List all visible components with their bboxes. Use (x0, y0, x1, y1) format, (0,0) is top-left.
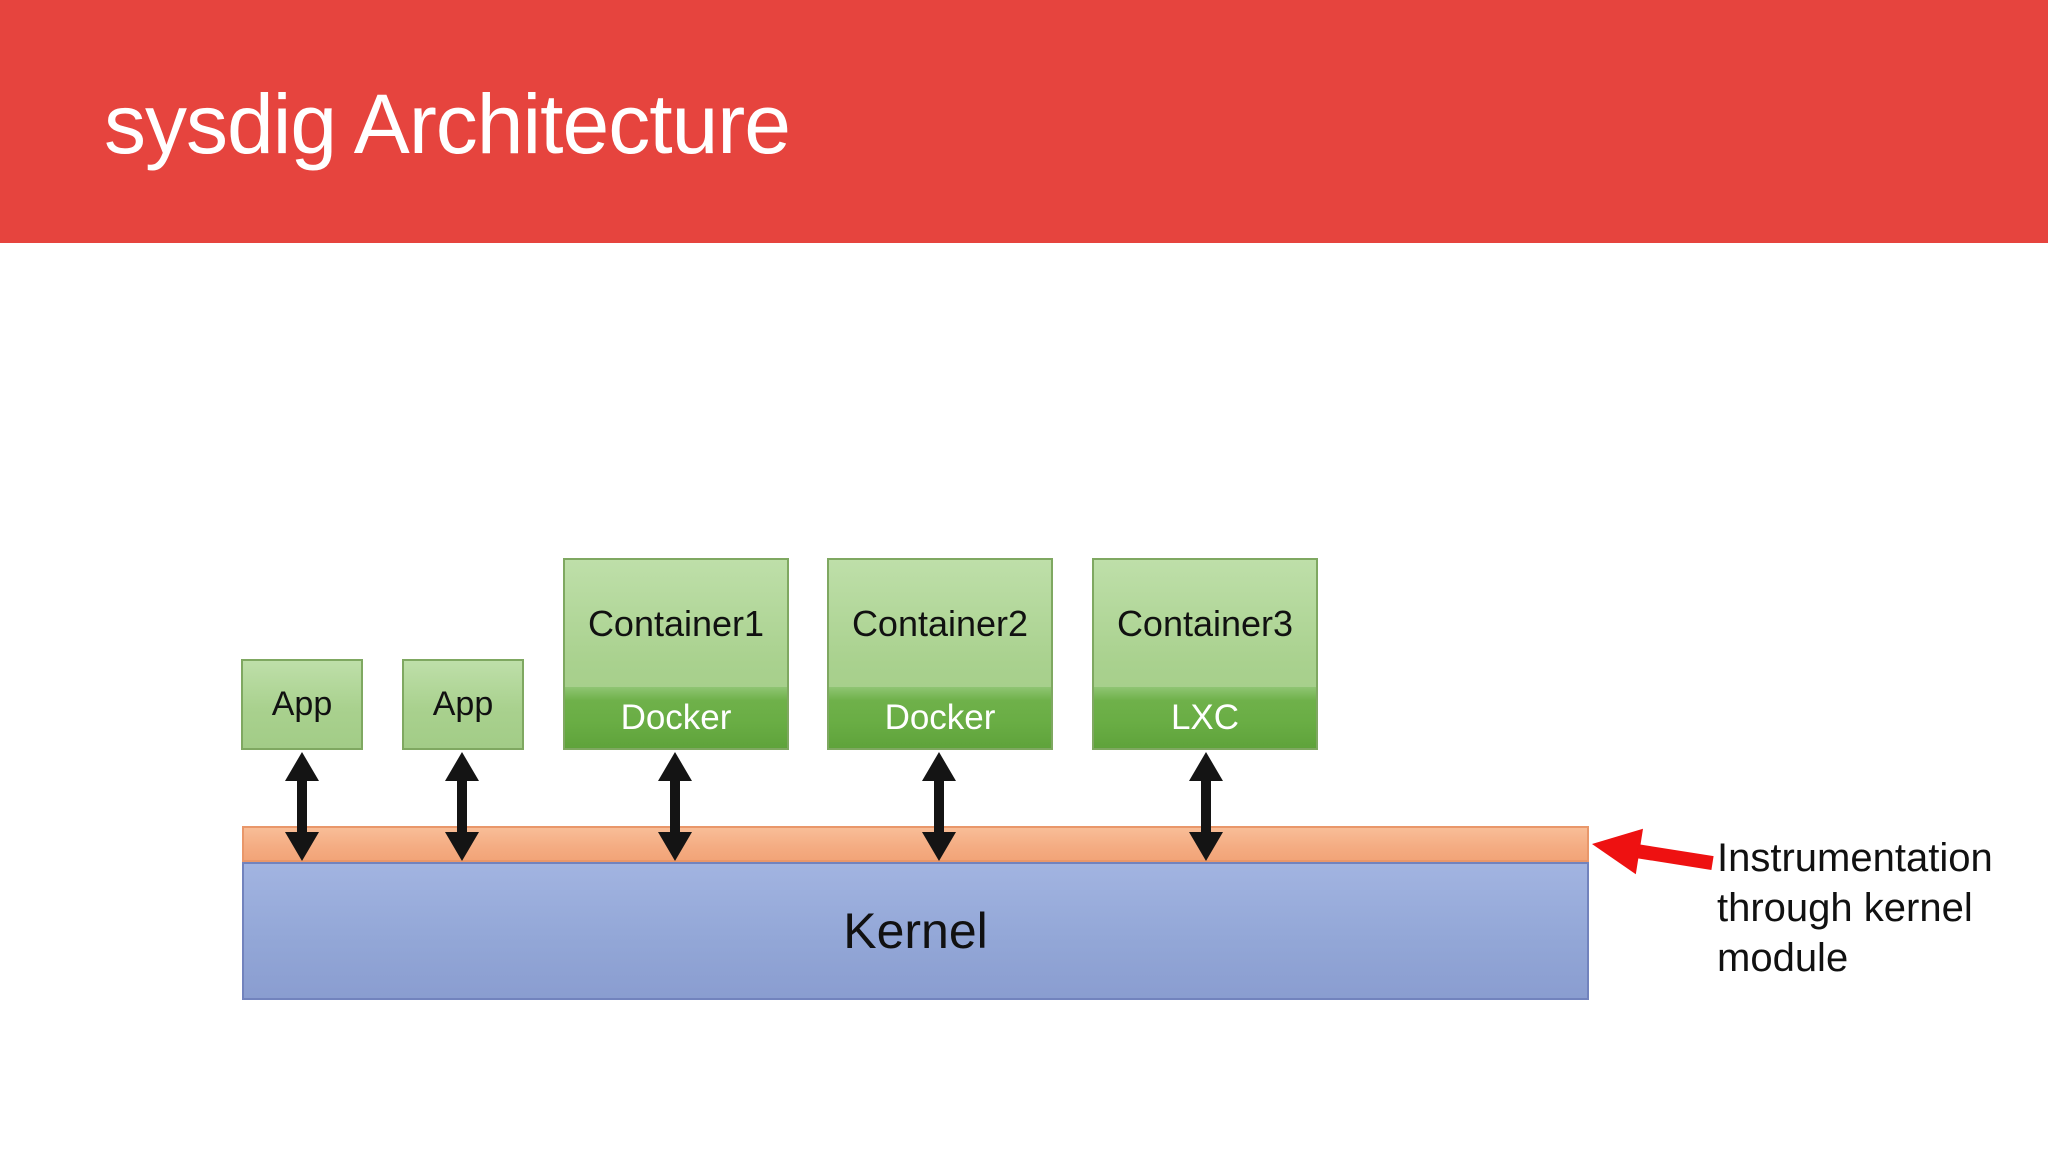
app-box-1: App (241, 659, 363, 750)
container-label: Container3 (1116, 602, 1294, 644)
runtime-label: Docker (884, 697, 996, 737)
callout-arrow-icon (1592, 828, 1714, 875)
container-box-2: Container2 Docker (827, 558, 1053, 750)
container-label: Container2 (851, 602, 1029, 644)
container-title-area: Container1 (565, 560, 787, 687)
runtime-label: Docker (620, 697, 732, 737)
container-runtime-band: Docker (565, 687, 787, 748)
kernel-box: Kernel (242, 862, 1589, 1000)
callout-line: through kernel (1717, 886, 1973, 930)
slide-title: sysdig Architecture (104, 77, 791, 171)
app-label: App (432, 685, 494, 723)
callout-annotation: Instrumentation through kernel module (1717, 833, 2037, 983)
container-title-area: Container2 (829, 560, 1051, 687)
container-box-3: Container3 LXC (1092, 558, 1318, 750)
container-title-area: Container3 (1094, 560, 1316, 687)
container-runtime-band: Docker (829, 687, 1051, 748)
app-box-2: App (402, 659, 524, 750)
callout-line: module (1717, 936, 1849, 980)
kernel-label: Kernel (843, 903, 988, 959)
container-runtime-band: LXC (1094, 687, 1316, 748)
app-label: App (271, 685, 333, 723)
container-label: Container1 (587, 602, 765, 644)
container-box-1: Container1 Docker (563, 558, 789, 750)
instrumentation-layer-strip (242, 826, 1589, 862)
title-banner: sysdig Architecture (0, 0, 2048, 243)
runtime-label: LXC (1170, 697, 1240, 737)
callout-line: Instrumentation (1717, 836, 1993, 880)
